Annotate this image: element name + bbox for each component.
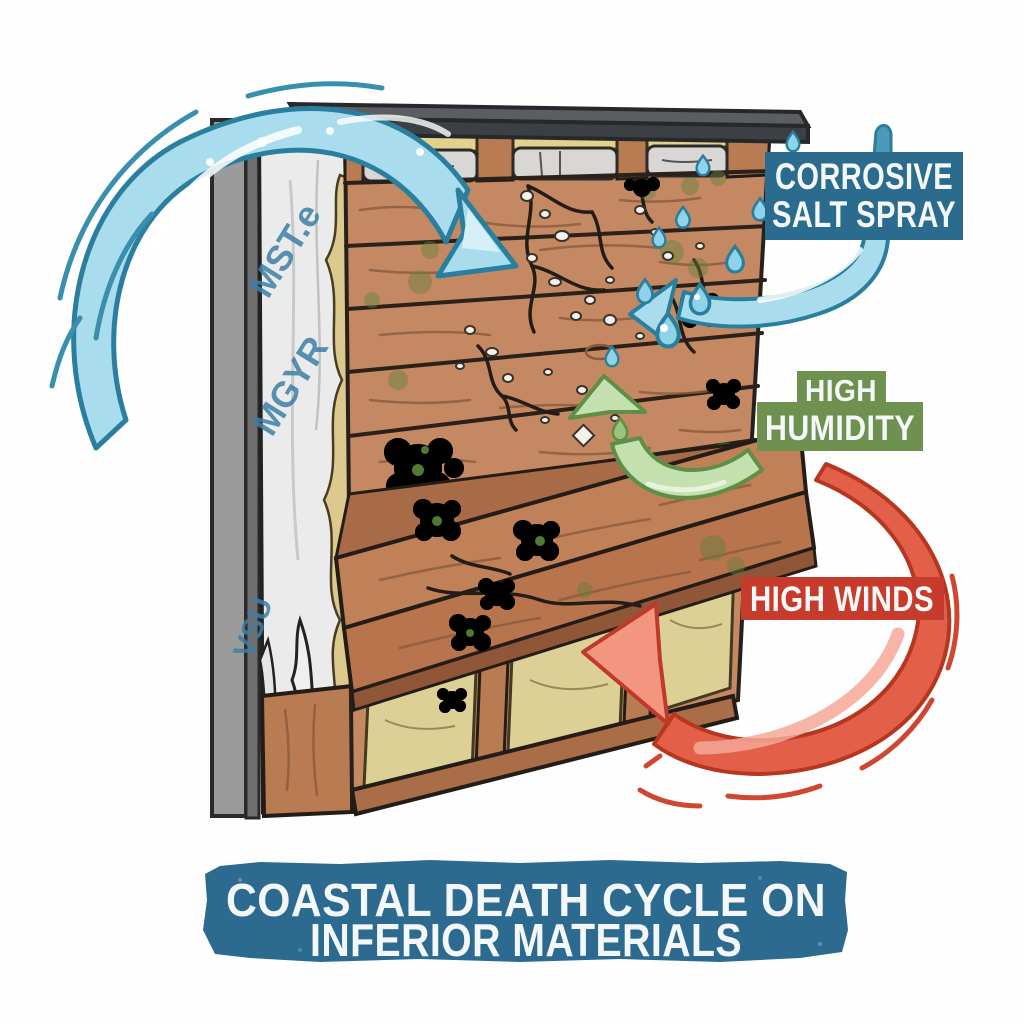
humidity-label-line2: HUMIDITY bbox=[765, 409, 915, 448]
steel-column bbox=[210, 118, 261, 820]
humidity-arrow bbox=[568, 374, 764, 500]
banner-title-line1: COASTAL DEATH CYCLE ON bbox=[226, 874, 826, 926]
label-salt-spray: CORROSIVE SALT SPRAY bbox=[765, 152, 963, 240]
salt-spray-label-line1: CORROSIVE bbox=[775, 156, 953, 197]
corner-post bbox=[259, 683, 354, 819]
ocean-spray-arrow bbox=[49, 81, 519, 451]
title-banner: COASTAL DEATH CYCLE ON INFERIOR MATERIAL… bbox=[203, 860, 848, 966]
board-edge bbox=[350, 546, 818, 712]
banner-background bbox=[203, 860, 848, 962]
arrowhead bbox=[568, 374, 647, 420]
sill-plate bbox=[349, 693, 740, 817]
banner-title-line2: INFERIOR MATERIALS bbox=[310, 914, 742, 966]
arrowhead bbox=[581, 602, 670, 726]
wall-assembly: MST.e MGYR VSU bbox=[210, 101, 818, 820]
winds-label: HIGH WINDS bbox=[750, 580, 934, 619]
water-droplets bbox=[604, 130, 801, 368]
wind-dashes bbox=[637, 573, 960, 809]
salt-spray-label-line2: SALT SPRAY bbox=[772, 194, 956, 235]
label-winds: HIGH WINDS bbox=[741, 577, 944, 620]
salt-specks bbox=[455, 190, 705, 448]
speed-lines bbox=[49, 81, 385, 389]
label-humidity: HIGH HUMIDITY bbox=[757, 371, 923, 451]
siding-cracks bbox=[476, 178, 714, 432]
humidity-label-line1: HIGH bbox=[805, 373, 877, 408]
insulation-batt bbox=[511, 146, 619, 181]
